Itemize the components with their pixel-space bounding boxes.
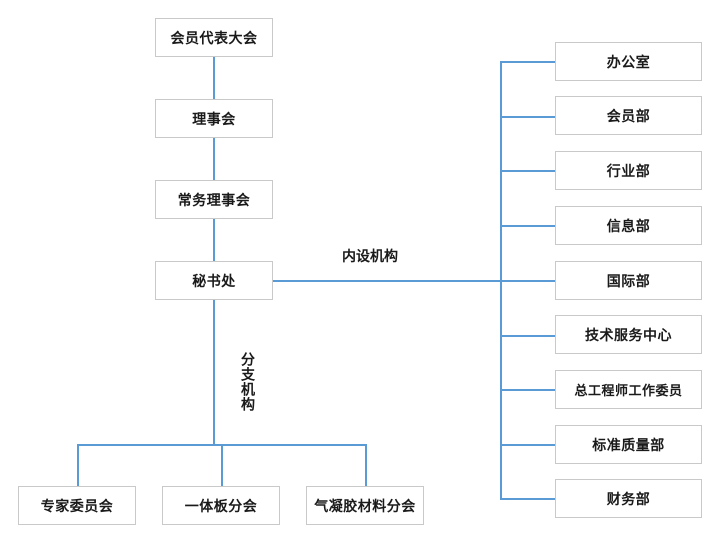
node-aerogel-material-branch-label: 气凝胶材料分会 bbox=[314, 498, 416, 515]
node-secretariat[interactable]: 秘书处 bbox=[155, 261, 273, 300]
node-council[interactable]: 理事会 bbox=[155, 99, 273, 138]
node-membership-label: 会员部 bbox=[606, 108, 651, 125]
node-standing-council-label: 常务理事会 bbox=[177, 192, 251, 209]
connector-assembly-to-council bbox=[213, 57, 215, 99]
node-assembly-label: 会员代表大会 bbox=[170, 30, 258, 47]
node-chief-engineer-committee[interactable]: 总工程师工作委员 bbox=[555, 370, 702, 409]
node-industry[interactable]: 行业部 bbox=[555, 151, 702, 190]
node-membership[interactable]: 会员部 bbox=[555, 96, 702, 135]
node-office[interactable]: 办公室 bbox=[555, 42, 702, 81]
internal-units-label: 内设机构 bbox=[342, 249, 398, 265]
node-information[interactable]: 信息部 bbox=[555, 206, 702, 245]
connector-secretariat-to-internal-spine bbox=[273, 280, 501, 282]
connector-branch-drop-expert bbox=[77, 444, 79, 486]
node-tech-service-center-label: 技术服务中心 bbox=[585, 327, 672, 344]
connector-standing-to-secretariat bbox=[213, 219, 215, 261]
node-standing-council[interactable]: 常务理事会 bbox=[155, 180, 273, 219]
connector-stub-office bbox=[500, 61, 555, 63]
connector-stub-chief-engineer-committee bbox=[500, 389, 555, 391]
node-secretariat-label: 秘书处 bbox=[192, 273, 236, 290]
node-international[interactable]: 国际部 bbox=[555, 261, 702, 300]
node-integrated-board-branch-label: 一体板分会 bbox=[184, 498, 258, 515]
connector-secretariat-to-branches bbox=[213, 300, 215, 444]
branch-units-label: 分支机构 bbox=[239, 352, 255, 412]
node-industry-label: 行业部 bbox=[606, 163, 651, 180]
node-chief-engineer-committee-label: 总工程师工作委员 bbox=[574, 384, 683, 399]
node-tech-service-center[interactable]: 技术服务中心 bbox=[555, 315, 702, 354]
node-council-label: 理事会 bbox=[192, 111, 236, 128]
connector-stub-finance bbox=[500, 498, 555, 500]
connector-stub-information bbox=[500, 225, 555, 227]
connector-stub-tech-service-center bbox=[500, 335, 555, 337]
node-information-label: 信息部 bbox=[606, 218, 651, 235]
node-international-label: 国际部 bbox=[606, 273, 651, 290]
connector-stub-membership bbox=[500, 116, 555, 118]
node-office-label: 办公室 bbox=[606, 54, 651, 71]
connector-branch-drop-integrated-board bbox=[221, 444, 223, 486]
connector-stub-standard-quality bbox=[500, 444, 555, 446]
node-standard-quality-label: 标准质量部 bbox=[592, 437, 665, 454]
node-finance[interactable]: 财务部 bbox=[555, 479, 702, 518]
connector-stub-industry bbox=[500, 170, 555, 172]
node-expert-committee[interactable]: 专家委员会 bbox=[18, 486, 136, 525]
connector-branch-drop-aerogel bbox=[365, 444, 367, 486]
node-integrated-board-branch[interactable]: 一体板分会 bbox=[162, 486, 280, 525]
node-assembly[interactable]: 会员代表大会 bbox=[155, 18, 273, 57]
connector-stub-international bbox=[500, 280, 555, 282]
node-finance-label: 财务部 bbox=[606, 491, 651, 508]
node-expert-committee-label: 专家委员会 bbox=[40, 498, 114, 515]
connector-internal-spine bbox=[500, 61, 502, 498]
connector-council-to-standing bbox=[213, 138, 215, 180]
node-standard-quality[interactable]: 标准质量部 bbox=[555, 425, 702, 464]
node-aerogel-material-branch[interactable]: 气凝胶材料分会 bbox=[306, 486, 424, 525]
